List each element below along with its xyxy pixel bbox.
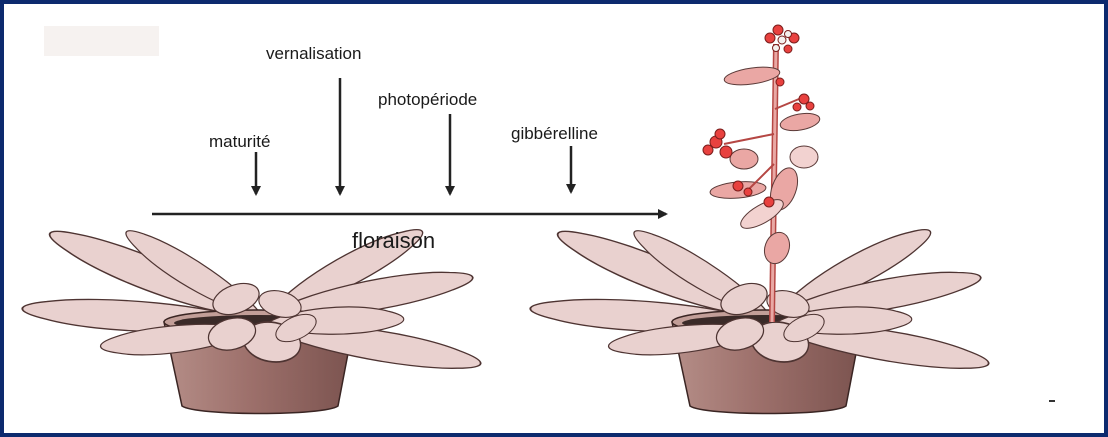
- factor-label-gibberelline: gibbérelline: [511, 124, 598, 144]
- small-dash: [1049, 400, 1055, 402]
- process-label-floraison: floraison: [352, 228, 435, 254]
- flowering-plant-icon: [530, 25, 992, 414]
- factor-label-photoperiode: photopériode: [378, 90, 477, 110]
- factor-label-maturite: maturité: [209, 132, 270, 152]
- diagram-canvas: [4, 4, 1104, 433]
- faint-mark: [44, 26, 159, 56]
- factor-label-vernalisation: vernalisation: [266, 44, 361, 64]
